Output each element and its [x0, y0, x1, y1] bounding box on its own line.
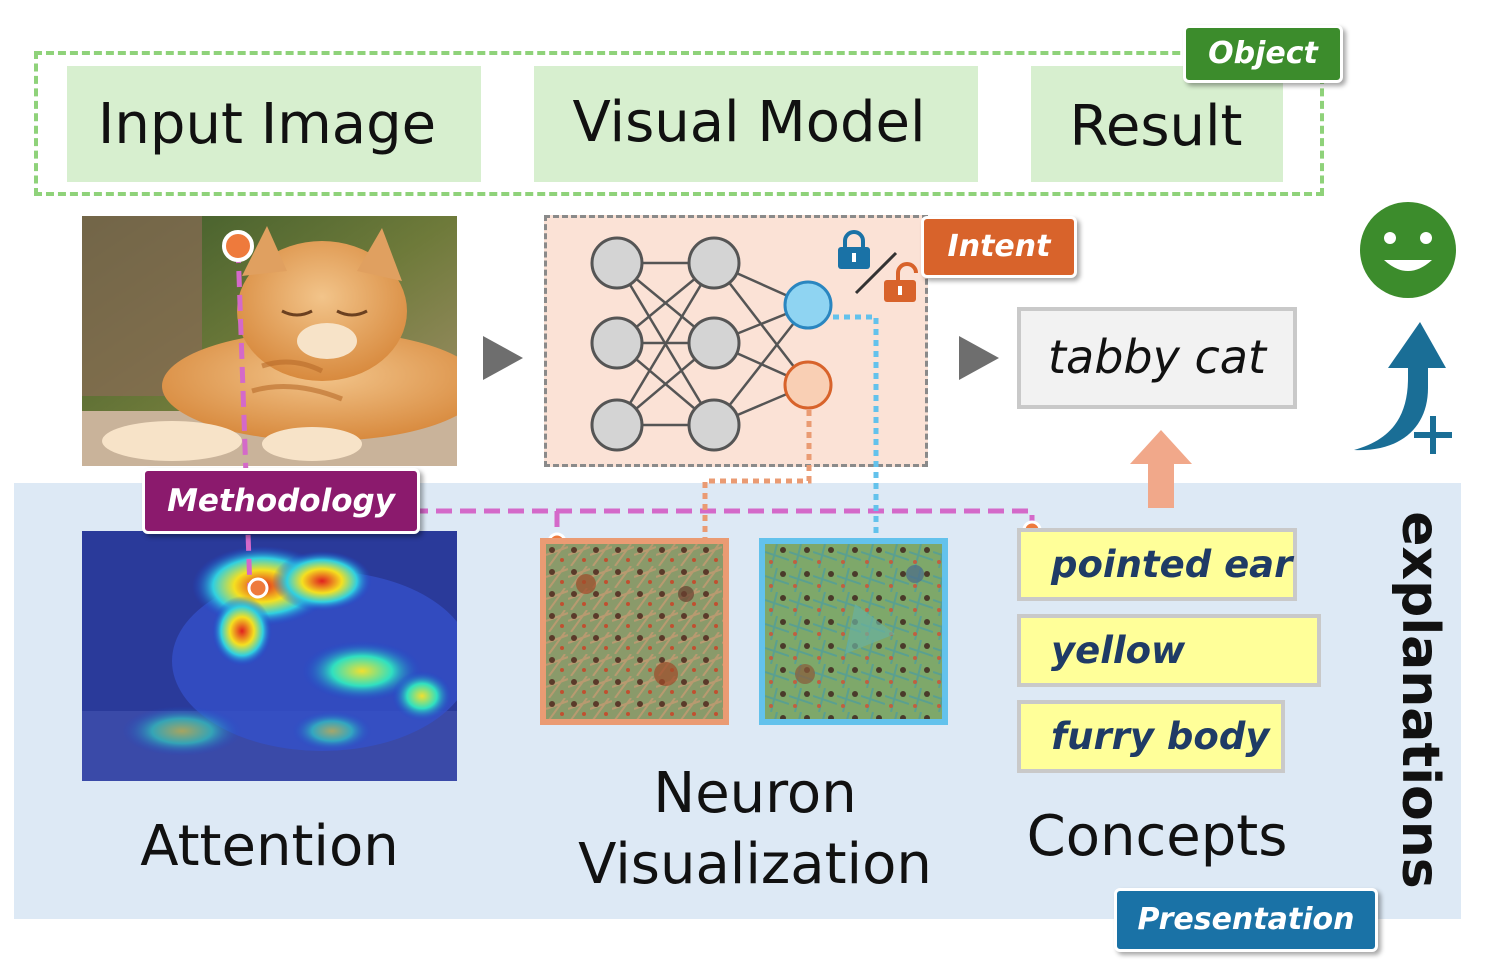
neuron-label-line1: Neuron [653, 761, 857, 826]
up-arrow-icon [1354, 322, 1446, 451]
plus-icon [1414, 416, 1452, 454]
neuron-vis-orange [540, 538, 729, 725]
neuron-blue [783, 280, 833, 330]
concepts-label: Concepts [1026, 804, 1288, 869]
concept-pointed-ear: pointed ear [1017, 528, 1297, 601]
input-image-label: Input Image [97, 92, 437, 157]
attention-marker [247, 577, 269, 599]
methodology-tag: Methodology [142, 468, 420, 534]
neuron-vis-blue [759, 538, 948, 725]
intent-tag: Intent [921, 216, 1077, 278]
visual-model-box [534, 66, 978, 182]
prediction-label: tabby cat [1048, 330, 1266, 384]
visual-model-label: Visual Model [572, 90, 926, 155]
input-pixel-marker [222, 230, 254, 262]
neural-network-diagram [590, 236, 898, 452]
up-arrow-icon [1130, 430, 1192, 508]
smiley-icon [1360, 202, 1456, 298]
explanations-side-label: explanations [1390, 511, 1450, 889]
attention-label: Attention [140, 814, 399, 879]
attention-map [82, 531, 457, 781]
cat-photo [82, 216, 457, 466]
result-box [1031, 66, 1283, 182]
result-label: Result [1069, 94, 1243, 159]
neuron-label-line2: Visualization [578, 832, 932, 897]
object-tag: Object [1183, 25, 1343, 83]
unlock-icon [884, 262, 918, 302]
object-frame [34, 51, 1324, 196]
attention-heatmap-image [82, 531, 457, 781]
lock-icon [838, 230, 870, 269]
concept-furry-body: furry body [1017, 700, 1285, 773]
play-arrow-icon [483, 336, 523, 380]
input-image-box [67, 66, 481, 182]
cat-input-image [82, 216, 457, 466]
concept-yellow-stripe: yellow stripe [1017, 614, 1321, 738]
presentation-tag: Presentation [1114, 888, 1378, 952]
neuron-orange [783, 360, 833, 410]
prediction-box [1017, 307, 1297, 409]
play-arrow-icon [959, 336, 999, 380]
